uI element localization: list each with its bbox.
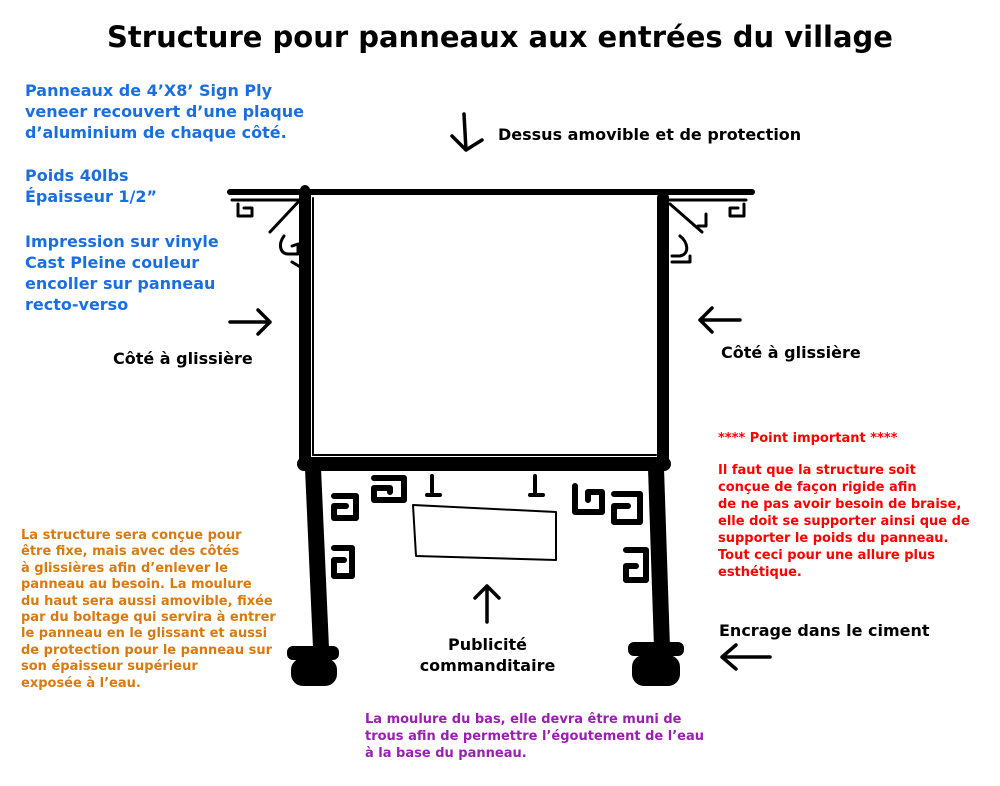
scroll-lower-right bbox=[572, 483, 649, 583]
anchor-label: Encrage dans le ciment bbox=[719, 621, 930, 640]
left-foot bbox=[287, 646, 339, 686]
side-label-right: Côté à glissière bbox=[721, 343, 861, 362]
bracket-top-right bbox=[668, 198, 748, 264]
page-title: Structure pour panneaux aux entrées du v… bbox=[107, 20, 893, 54]
left-leg bbox=[305, 460, 329, 656]
side-label-left: Côté à glissière bbox=[113, 349, 253, 368]
structure-description: La structure sera conçue pour être fixe,… bbox=[21, 528, 276, 691]
printing-note: Impression sur vinyle Cast Pleine couleu… bbox=[25, 232, 219, 314]
important-heading: **** Point important **** bbox=[718, 431, 898, 446]
arrow-left-anchor bbox=[720, 643, 772, 671]
bracket-top-left bbox=[230, 198, 304, 270]
important-body: Il faut que la structure soit conçue de … bbox=[718, 463, 970, 580]
weight-note: Poids 40lbs Épaisseur 1/2” bbox=[25, 166, 158, 206]
bottom-molding-note: La moulure du bas, elle devra être muni … bbox=[365, 712, 704, 761]
arrow-right-left bbox=[228, 308, 272, 336]
right-foot bbox=[628, 642, 684, 686]
scroll-lower-left bbox=[331, 475, 407, 579]
sponsor-label: Publicité commanditaire bbox=[419, 635, 556, 675]
arrow-left-right bbox=[698, 306, 742, 334]
top-label: Dessus amovible et de protection bbox=[498, 125, 802, 144]
panel-spec-note: Panneaux de 4’X8’ Sign Ply veneer recouv… bbox=[25, 81, 304, 142]
right-leg bbox=[648, 460, 670, 656]
arrow-down-top bbox=[450, 112, 484, 152]
sponsor-sign bbox=[412, 474, 557, 561]
arrow-up-sponsor bbox=[473, 584, 501, 624]
